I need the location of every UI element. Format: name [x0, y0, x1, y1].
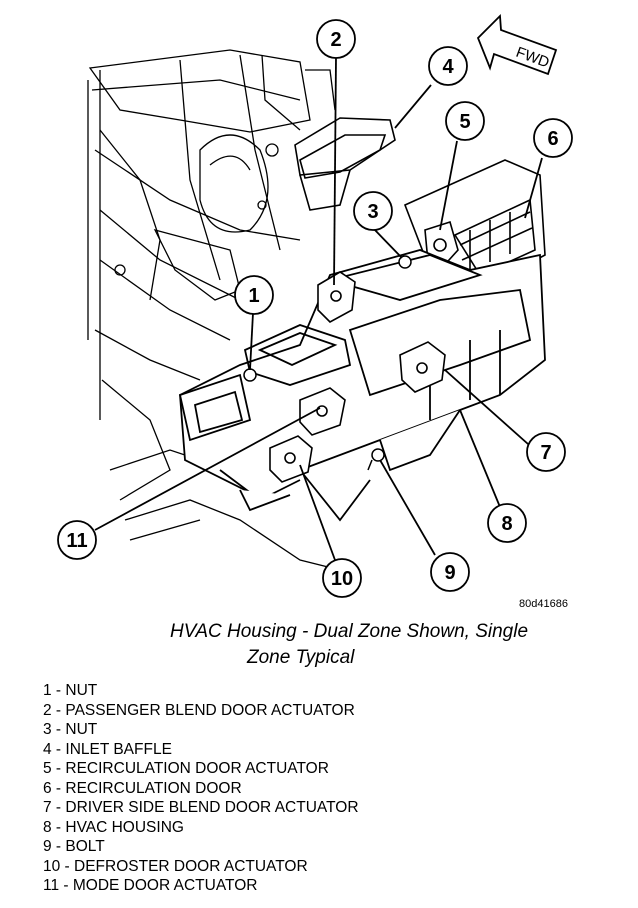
callout-6-circle	[533, 118, 573, 158]
parts-legend: 1 - NUT 2 - PASSENGER BLEND DOOR ACTUATO…	[43, 681, 359, 896]
callout-1-circle	[234, 275, 274, 315]
callout-9: 9	[444, 562, 455, 584]
bolt-9	[367, 448, 385, 471]
legend-item: 4 - INLET BAFFLE	[43, 740, 172, 758]
figure-caption-line-2: Zone Typical	[247, 647, 355, 668]
vehicle-body-linework	[87, 49, 341, 571]
figure-caption-line-1: HVAC Housing - Dual Zone Shown, Single	[169, 621, 529, 642]
forward-direction-arrow: FWD	[476, 13, 558, 76]
mode-door-actuator	[299, 387, 346, 436]
legend-item: 5 - RECIRCULATION DOOR ACTUATOR	[43, 760, 329, 777]
callout-11: 11	[66, 530, 87, 552]
callout-numbers: 1 2 3 4 5 6 7 8 9 10 11	[66, 29, 558, 590]
callout-3-circle	[353, 191, 393, 231]
legend-item: 1 - NUT	[43, 682, 98, 699]
legend-item: 7 - DRIVER SIDE BLEND DOOR ACTUATOR	[43, 799, 359, 816]
callout-1: 1	[248, 285, 259, 307]
callout-2-circle	[316, 19, 356, 59]
passenger-blend-door-actuator	[317, 271, 356, 323]
legend-item: 10 - DEFROSTER DOOR ACTUATOR	[43, 857, 308, 875]
callout-6: 6	[547, 128, 558, 150]
callout-9-circle	[430, 552, 470, 592]
callout-10-circle	[322, 558, 362, 598]
driver-side-blend-door-actuator	[399, 341, 446, 393]
legend-item: 2 - PASSENGER BLEND DOOR ACTUATOR	[43, 701, 355, 719]
callout-7: 7	[540, 442, 551, 464]
hvac-housing-illustration: FWD 1 2 3 4 5 6 7 8 9 10	[57, 13, 573, 598]
callout-leaders	[94, 56, 543, 561]
nut-1	[243, 368, 257, 382]
figure-id: 80d41686	[519, 598, 568, 610]
inlet-baffle	[294, 117, 396, 211]
callout-2: 2	[330, 29, 341, 51]
callout-4: 4	[442, 56, 454, 78]
hvac-housing-body	[178, 249, 546, 522]
callout-circles	[57, 19, 573, 598]
legend-item: 8 - HVAC HOUSING	[43, 818, 184, 836]
callout-5-circle	[445, 101, 485, 141]
legend-item: 3 - NUT	[43, 721, 98, 738]
callout-8-circle	[487, 503, 527, 543]
legend-item: 11 - MODE DOOR ACTUATOR	[43, 877, 258, 894]
callout-5: 5	[459, 111, 470, 133]
callout-3: 3	[367, 201, 378, 223]
callout-8: 8	[501, 513, 512, 535]
callout-11-circle	[57, 520, 97, 560]
nut-3	[398, 255, 412, 269]
callout-10: 10	[331, 568, 353, 590]
legend-item: 9 - BOLT	[43, 838, 105, 855]
legend-item: 6 - RECIRCULATION DOOR	[43, 779, 242, 797]
callout-7-circle	[526, 432, 566, 472]
callout-4-circle	[428, 46, 468, 86]
